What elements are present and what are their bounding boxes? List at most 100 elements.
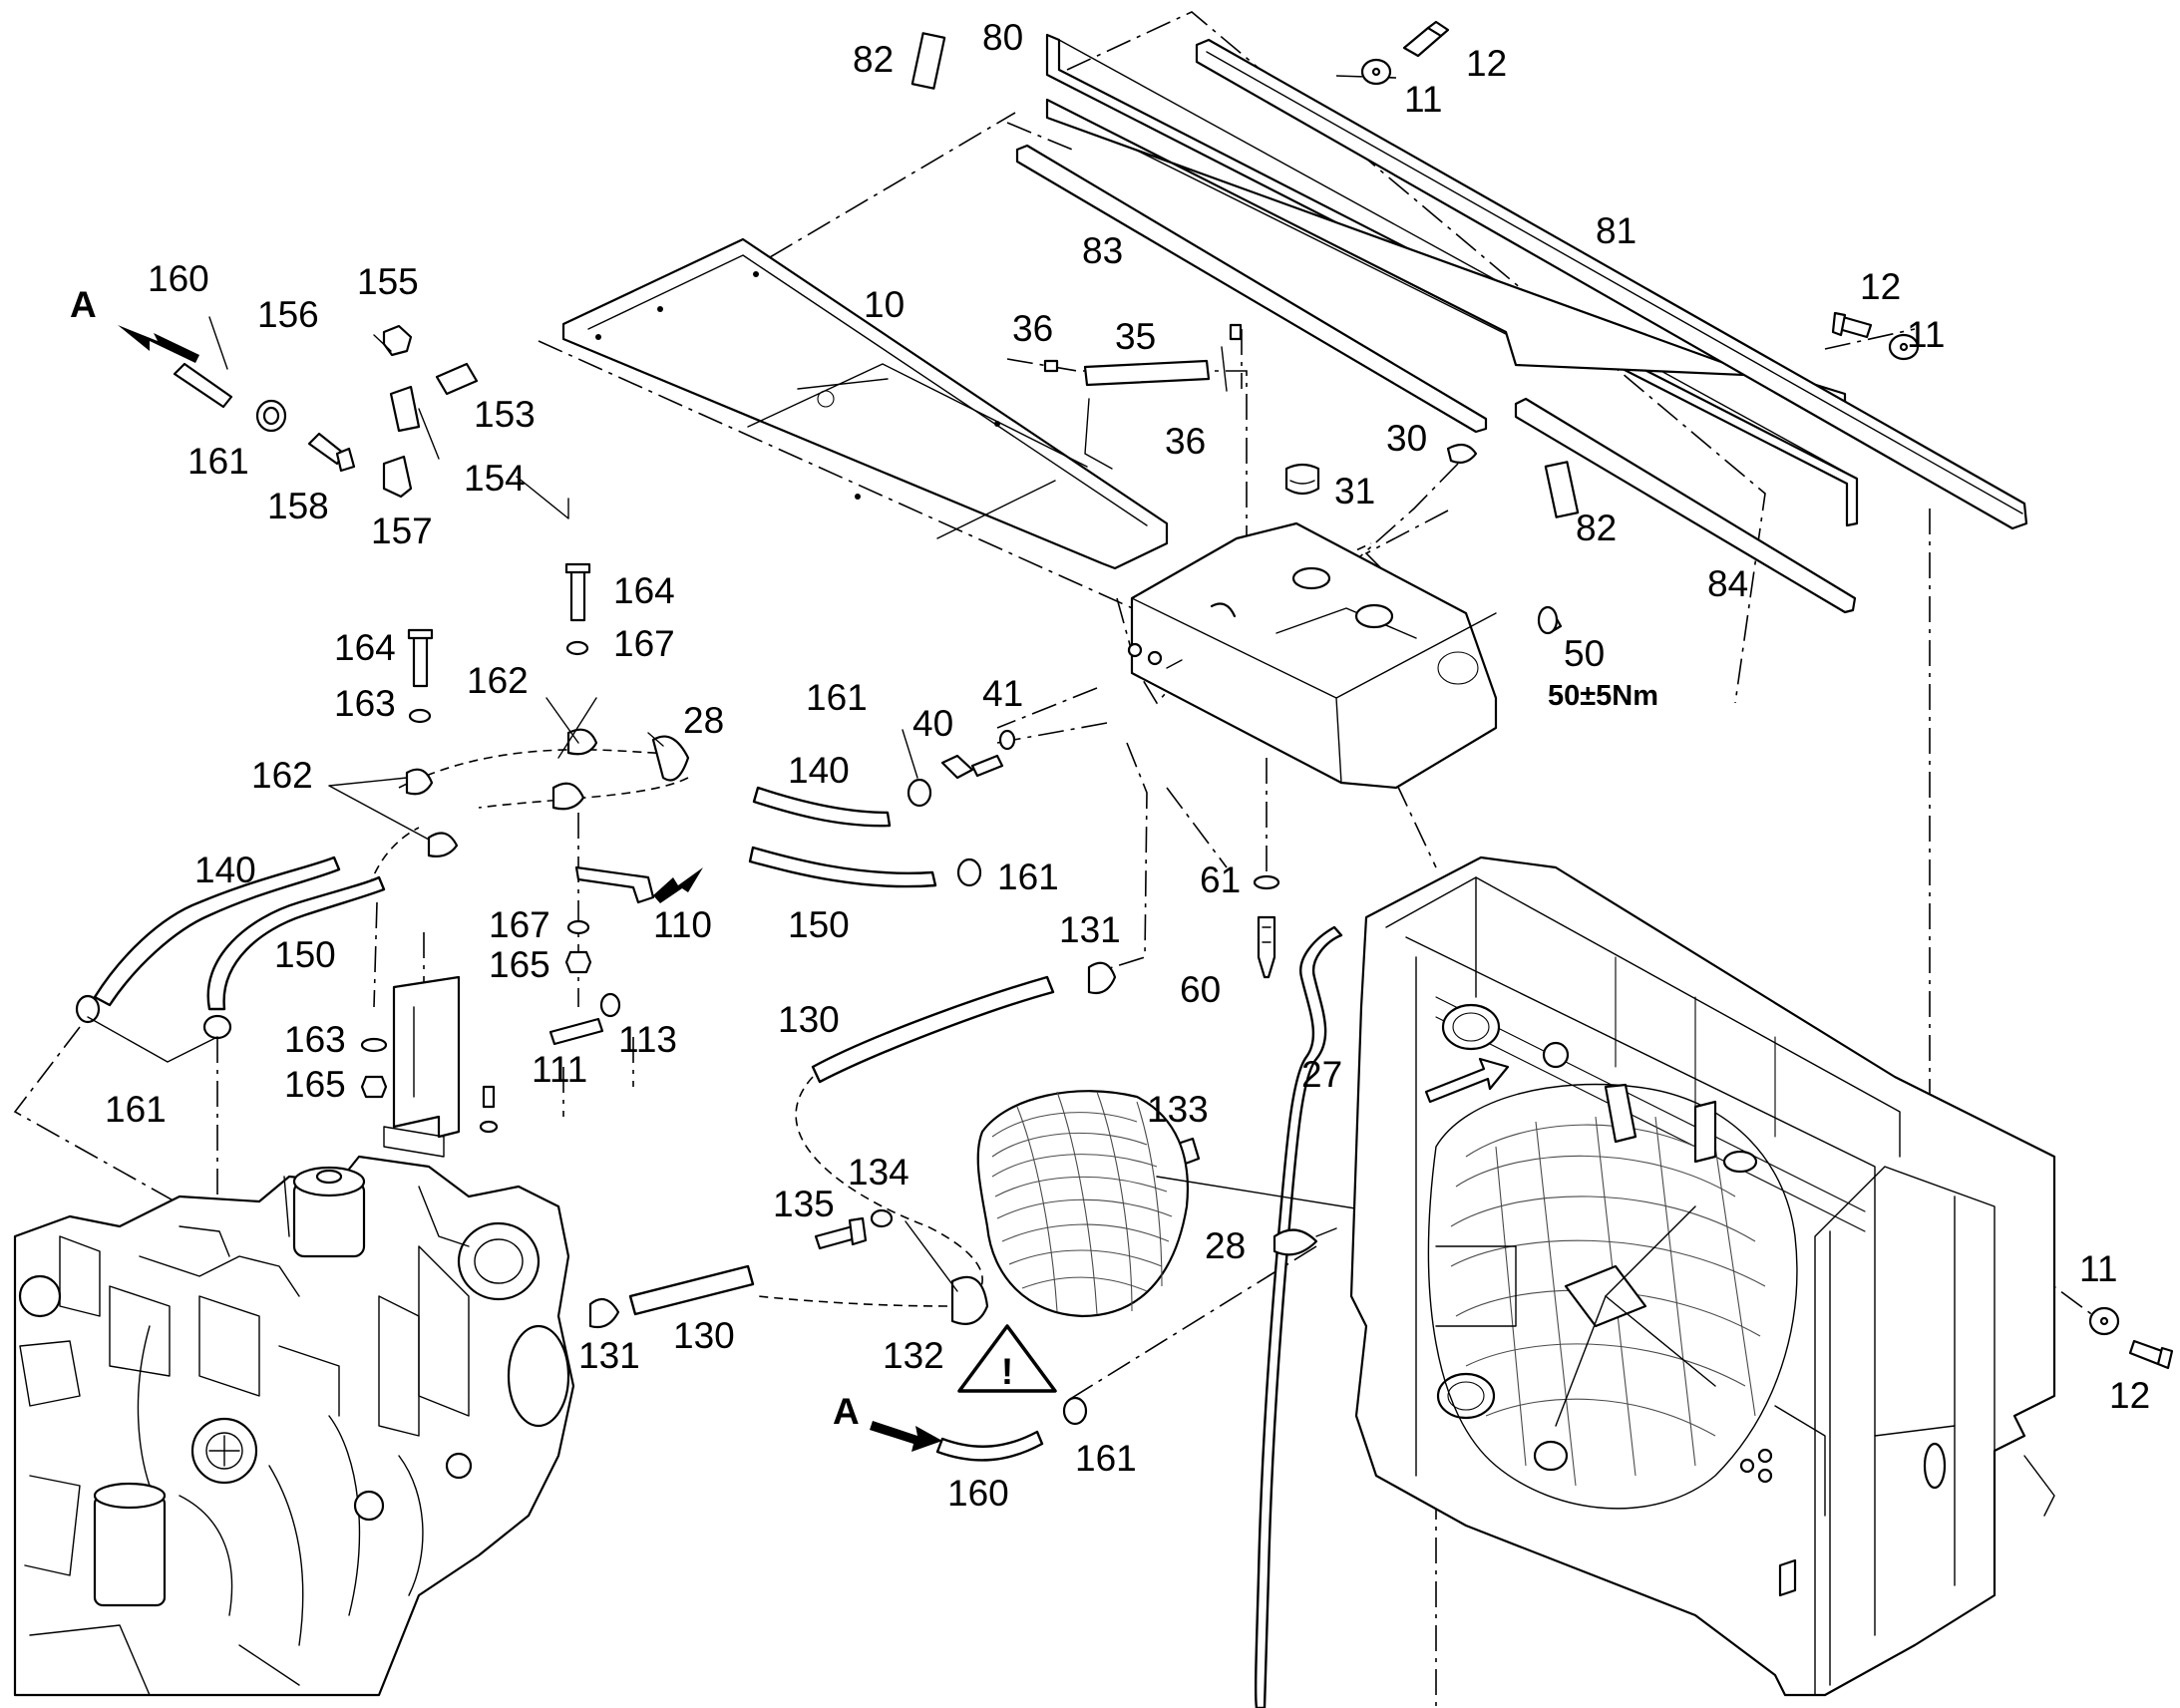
hose-150-left: [206, 875, 386, 1011]
ring-161-mid: [202, 1014, 232, 1040]
callout-161: 161: [105, 1089, 167, 1130]
callout-132: 132: [883, 1335, 944, 1376]
callout-161: 161: [806, 677, 868, 718]
nipple-153: [435, 362, 479, 396]
tube-35: [1083, 359, 1211, 387]
callout-164: 164: [334, 627, 396, 668]
rail-83: [1015, 144, 1488, 434]
callout-163: 163: [284, 1019, 346, 1060]
washer-167-bottom: [566, 919, 590, 935]
callout-153: 153: [474, 394, 536, 435]
callout-155: 155: [357, 261, 419, 302]
callout-113: 113: [618, 1019, 677, 1060]
callout-83: 83: [1082, 230, 1123, 271]
callout-12: 12: [1466, 43, 1507, 84]
warning-triangle: !: [957, 1324, 1057, 1393]
callout-11: 11: [1404, 79, 1442, 120]
hose-140-left: [93, 855, 341, 1007]
nut-165-lower: [360, 1075, 388, 1099]
callout-156: 156: [257, 294, 319, 335]
clamp-28-top: [651, 735, 690, 782]
radiator-assembly: [1349, 855, 2056, 1697]
hose-160-bottom: [935, 1430, 1044, 1462]
callout-12: 12: [2109, 1375, 2150, 1416]
fasteners-top: [1360, 20, 2174, 1370]
hose-ends: [75, 778, 1337, 1426]
tank-fittings: [1043, 323, 1563, 635]
callout-36: 36: [1165, 421, 1206, 462]
hose-27: [1254, 925, 1343, 1708]
callout-11: 11: [2079, 1248, 2117, 1289]
callout-82: 82: [1576, 508, 1617, 548]
callout-150: 150: [788, 904, 850, 945]
rail-84b: [1514, 397, 1857, 614]
frame-10: [561, 237, 1169, 570]
callout-82: 82: [853, 39, 894, 80]
callout-154: 154: [464, 458, 526, 499]
nut-165-top: [564, 950, 592, 974]
hose-130-lower: [628, 1264, 755, 1316]
callout-140: 140: [788, 750, 850, 791]
callout-165: 165: [489, 944, 550, 985]
callout-135: 135: [773, 1184, 835, 1224]
callout-161: 161: [187, 441, 249, 482]
clamp-132: [950, 1275, 989, 1325]
washer-163-top: [408, 708, 432, 724]
callout-60: 60: [1180, 969, 1221, 1010]
callout-131: 131: [1059, 909, 1121, 950]
callout-158: 158: [267, 486, 329, 526]
clip-36-right: [1229, 323, 1243, 341]
callout-167: 167: [489, 904, 550, 945]
bolt-164-right: [569, 568, 586, 622]
connector-group: [173, 324, 479, 499]
clip-30: [1446, 443, 1478, 464]
callout-12: 12: [1860, 266, 1901, 307]
tee-154: [389, 385, 421, 433]
ring-161-right: [956, 857, 982, 887]
callout-36: 36: [1012, 308, 1053, 349]
callout-162: 162: [251, 755, 313, 796]
callout-130: 130: [778, 999, 840, 1040]
elbow: [1210, 602, 1237, 618]
callout-161: 161: [997, 856, 1059, 897]
ref-label-a-top: A: [70, 284, 97, 325]
callout-50: 50: [1564, 633, 1605, 674]
washer-41: [998, 729, 1016, 751]
callout-10: 10: [864, 284, 905, 325]
callout-labels: 80 82 12 11 81 83 12 11 10 36 35 36 30 3…: [70, 17, 2150, 1514]
tube-160-top: [173, 362, 233, 409]
rail-assembly: [910, 32, 2028, 614]
callout-134: 134: [848, 1152, 909, 1193]
ring-161-bottom: [1062, 1396, 1088, 1426]
support-bracket: [360, 975, 499, 1158]
callout-165: 165: [284, 1064, 346, 1105]
torque-note: 50±5Nm: [1548, 680, 1658, 712]
nut-155: [382, 324, 413, 357]
clamp-162-c: [566, 728, 598, 756]
clip-36-left: [1043, 359, 1059, 373]
callout-35: 35: [1115, 316, 1156, 357]
bracket-110: [574, 865, 655, 904]
callout-157: 157: [371, 511, 433, 551]
callout-11: 11: [1907, 314, 1945, 355]
callout-110: 110: [653, 904, 712, 945]
bolt-111: [548, 1017, 604, 1046]
warning-icon: !: [1001, 1351, 1013, 1392]
clamp-28-lower: [1272, 1228, 1318, 1256]
arrow-a-bottom: [870, 1421, 942, 1452]
washer-163-lower: [360, 1037, 388, 1053]
callout-61: 61: [1200, 859, 1241, 900]
callout-130: 130: [673, 1315, 735, 1356]
arrow-a-top: [118, 325, 199, 363]
screw-bracket: [482, 1085, 496, 1109]
washer-113: [599, 992, 621, 1018]
clamp-162-b: [427, 832, 459, 857]
clamp-162-d: [551, 782, 585, 811]
clamp-group: [405, 562, 690, 1046]
callout-131: 131: [578, 1335, 640, 1376]
callout-28: 28: [683, 700, 724, 741]
screw-12-bottom: [2128, 1339, 2164, 1366]
arrow-110: [653, 867, 703, 903]
sensor-fittings: [940, 729, 1280, 979]
